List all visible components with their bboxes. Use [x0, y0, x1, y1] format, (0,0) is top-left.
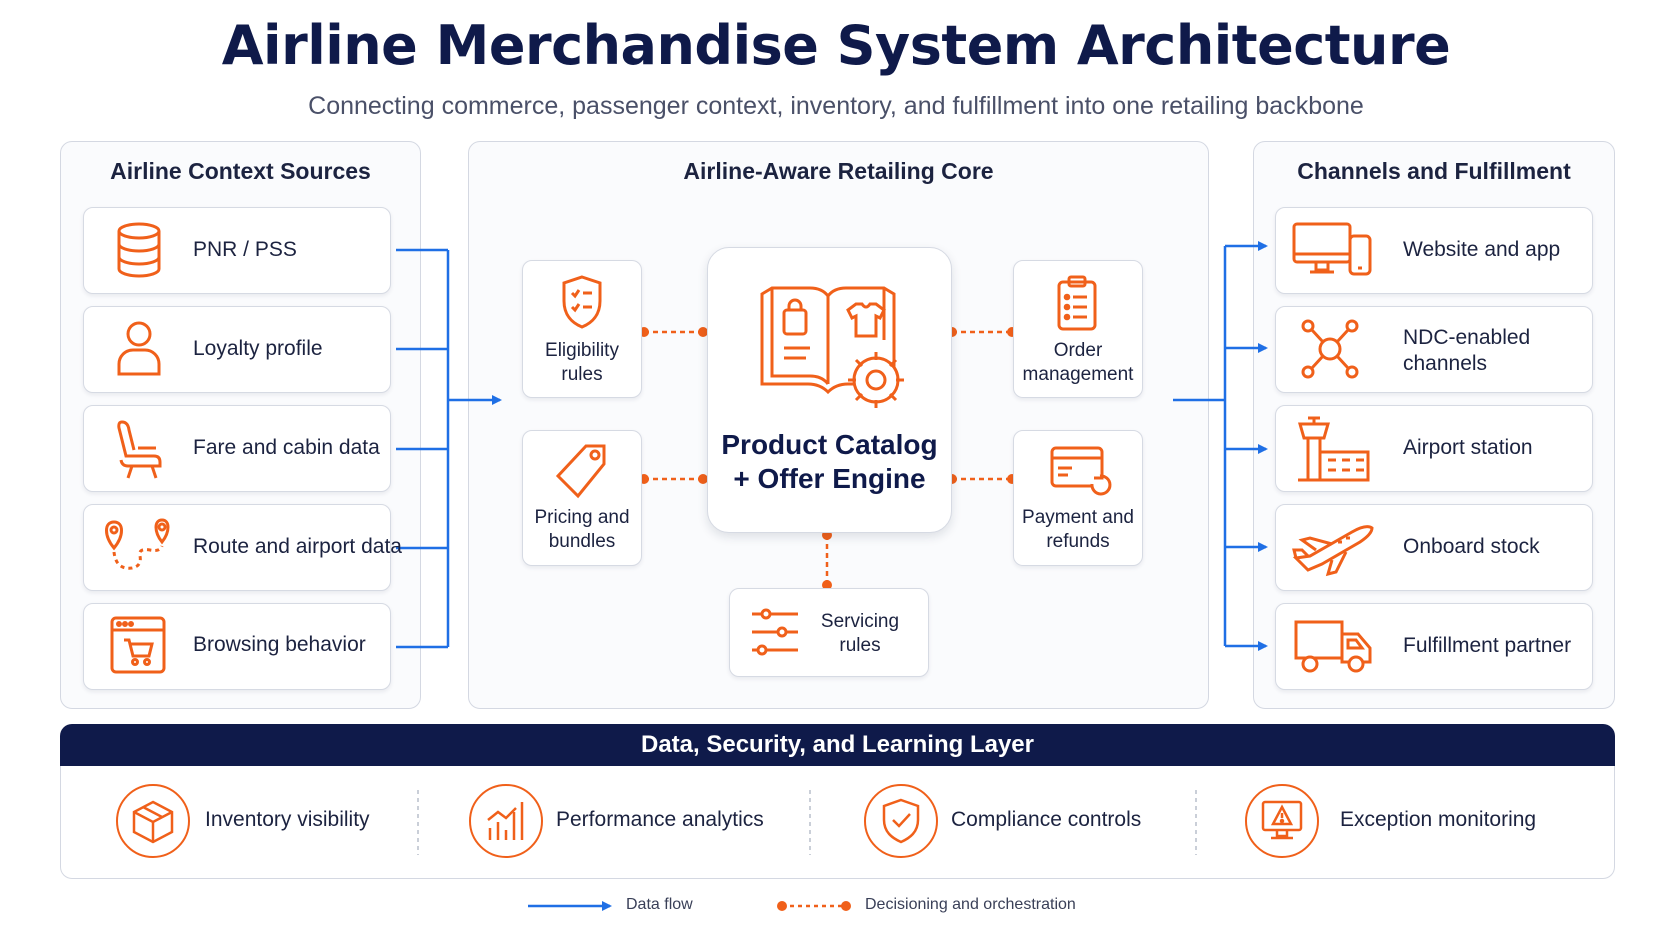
- seat-icon: [117, 420, 162, 479]
- module-payment-label: Payment and refunds: [1022, 507, 1134, 552]
- source-label-route: Route and airport data: [193, 535, 402, 558]
- channel-card-fulfillment[interactable]: [1275, 603, 1593, 690]
- legend-decisioning-line: [777, 901, 851, 911]
- layer-icon-compliance: [864, 784, 938, 858]
- channel-card-airport[interactable]: [1275, 405, 1593, 492]
- airplane-icon: [1292, 525, 1374, 577]
- channel-label-fulfillment: Fulfillment partner: [1403, 634, 1572, 657]
- channel-card-web[interactable]: [1275, 207, 1593, 294]
- layer-label-analytics: Performance analytics: [556, 808, 764, 831]
- module-pricing-label: Pricing and bundles: [534, 507, 630, 552]
- module-order-label: Order management: [1022, 340, 1134, 385]
- source-card-route[interactable]: [83, 504, 391, 591]
- source-label-pnr: PNR / PSS: [193, 238, 297, 261]
- source-label-browsing: Browsing behavior: [193, 633, 366, 656]
- channel-card-onboard[interactable]: [1275, 504, 1593, 591]
- catalog-gear-icon: [760, 286, 904, 408]
- module-payment[interactable]: [1013, 430, 1143, 566]
- module-pricing[interactable]: [522, 430, 642, 566]
- route-pin-icon: [105, 518, 170, 570]
- page-subtitle: Connecting commerce, passenger context, …: [308, 92, 1364, 120]
- channel-label-airport: Airport station: [1403, 436, 1533, 459]
- orchestration-links: [644, 330, 1012, 585]
- layer-title-band: Data, Security, and Learning Layer: [60, 724, 1615, 766]
- left-panel-title: Airline Context Sources: [110, 158, 371, 184]
- shield-checklist-icon: [562, 275, 602, 329]
- legend-decisioning-label: Decisioning and orchestration: [865, 896, 1076, 913]
- channel-label-web: Website and app: [1403, 238, 1561, 261]
- core-panel-title: Airline-Aware Retailing Core: [683, 158, 994, 184]
- cube-box-icon: [132, 800, 174, 844]
- layer-panel: [60, 766, 1615, 879]
- module-servicing-label: Servicing rules: [820, 611, 900, 656]
- layer-label-inventory: Inventory visibility: [205, 808, 370, 831]
- channel-card-ndc[interactable]: [1275, 306, 1593, 393]
- module-eligibility[interactable]: [522, 260, 642, 398]
- module-eligibility-label: Eligibility rules: [545, 340, 619, 385]
- shield-check-icon: [882, 798, 920, 844]
- desktop-mobile-icon: [1292, 222, 1372, 276]
- layer-label-compliance: Compliance controls: [951, 808, 1142, 831]
- channel-label-onboard: Onboard stock: [1403, 535, 1540, 558]
- clipboard-icon: [1057, 275, 1097, 331]
- source-label-loyalty: Loyalty profile: [193, 337, 323, 360]
- channel-label-ndc: NDC-enabled channels: [1403, 326, 1531, 375]
- core-engine-label: Product Catalog + Offer Engine: [721, 429, 938, 494]
- sliders-icon: [752, 608, 798, 656]
- database-icon: [117, 222, 161, 278]
- bar-chart-icon: [487, 802, 524, 840]
- airport-tower-icon: [1298, 416, 1370, 482]
- page-title: Airline Merchandise System Architecture: [221, 14, 1451, 77]
- network-hub-icon: [1301, 319, 1359, 379]
- layer-label-exception: Exception monitoring: [1340, 808, 1537, 831]
- monitor-warning-icon: [1261, 800, 1303, 840]
- price-tag-icon: [555, 444, 606, 499]
- legend-data-flow-label: Data flow: [626, 896, 693, 913]
- right-panel-title: Channels and Fulfillment: [1297, 158, 1571, 184]
- source-label-fare: Fare and cabin data: [193, 436, 380, 459]
- credit-card-refresh-icon: [1050, 446, 1112, 496]
- layer-icon-analytics: [469, 784, 543, 858]
- user-icon: [117, 321, 161, 376]
- truck-icon: [1294, 620, 1372, 673]
- left-data-flow: [396, 248, 502, 649]
- browser-cart-icon: [110, 616, 166, 674]
- right-data-flow: [1173, 241, 1268, 651]
